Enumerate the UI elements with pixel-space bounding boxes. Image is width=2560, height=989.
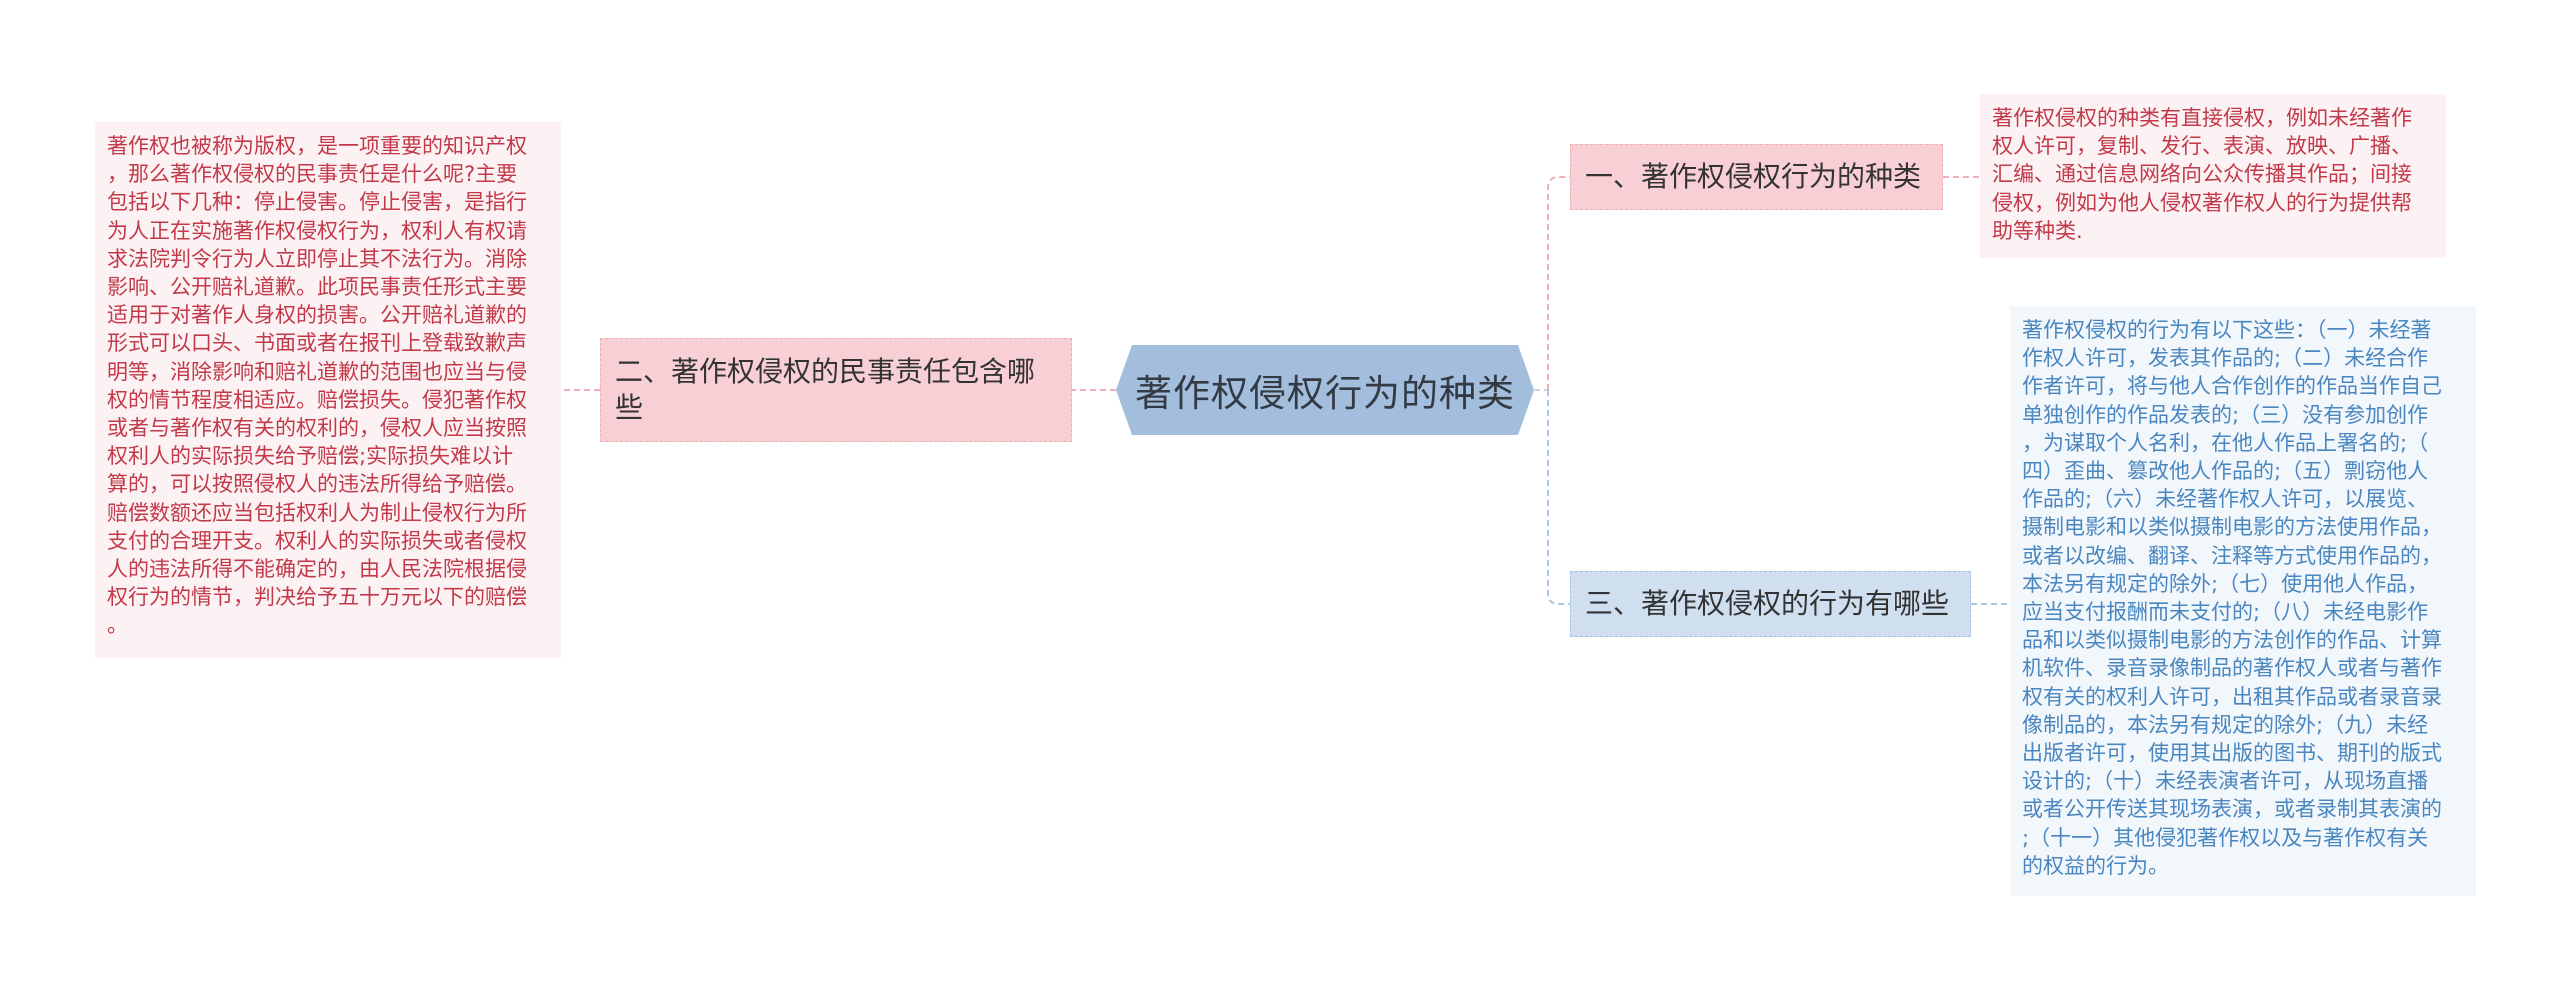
connector-trunk-right3 (1547, 390, 1570, 605)
branch-infringement-types-label: 一、著作权侵权行为的种类 (1585, 159, 1922, 193)
leaf-infringing-acts-detail: 著作权侵权的行为有以下这些：（一）未经著 作权人许可，发表其作品的;（二）未经合… (2010, 306, 2476, 896)
leaf-infringement-types-detail: 著作权侵权的种类有直接侵权，例如未经著作 权人许可，复制、发行、表演、放映、广播… (1980, 94, 2446, 258)
branch-infringing-acts-label: 三、著作权侵权的行为有哪些 (1585, 586, 1950, 620)
branch-civil-liability[interactable]: 二、著作权侵权的民事责任包含哪些 (600, 338, 1072, 442)
leaf-civil-liability-detail: 著作权也被称为版权，是一项重要的知识产权 ，那么著作权侵权的民事责任是什么呢?主… (95, 122, 561, 658)
branch-infringing-acts[interactable]: 三、著作权侵权的行为有哪些 (1570, 571, 1971, 637)
connector-trunk-right1 (1547, 176, 1570, 390)
branch-civil-liability-label: 二、著作权侵权的民事责任包含哪些 (615, 354, 1036, 424)
root-topic-label: 著作权侵权行为的种类 (1135, 372, 1515, 415)
root-topic[interactable]: 著作权侵权行为的种类 (1116, 345, 1534, 435)
branch-infringement-types[interactable]: 一、著作权侵权行为的种类 (1570, 144, 1943, 210)
